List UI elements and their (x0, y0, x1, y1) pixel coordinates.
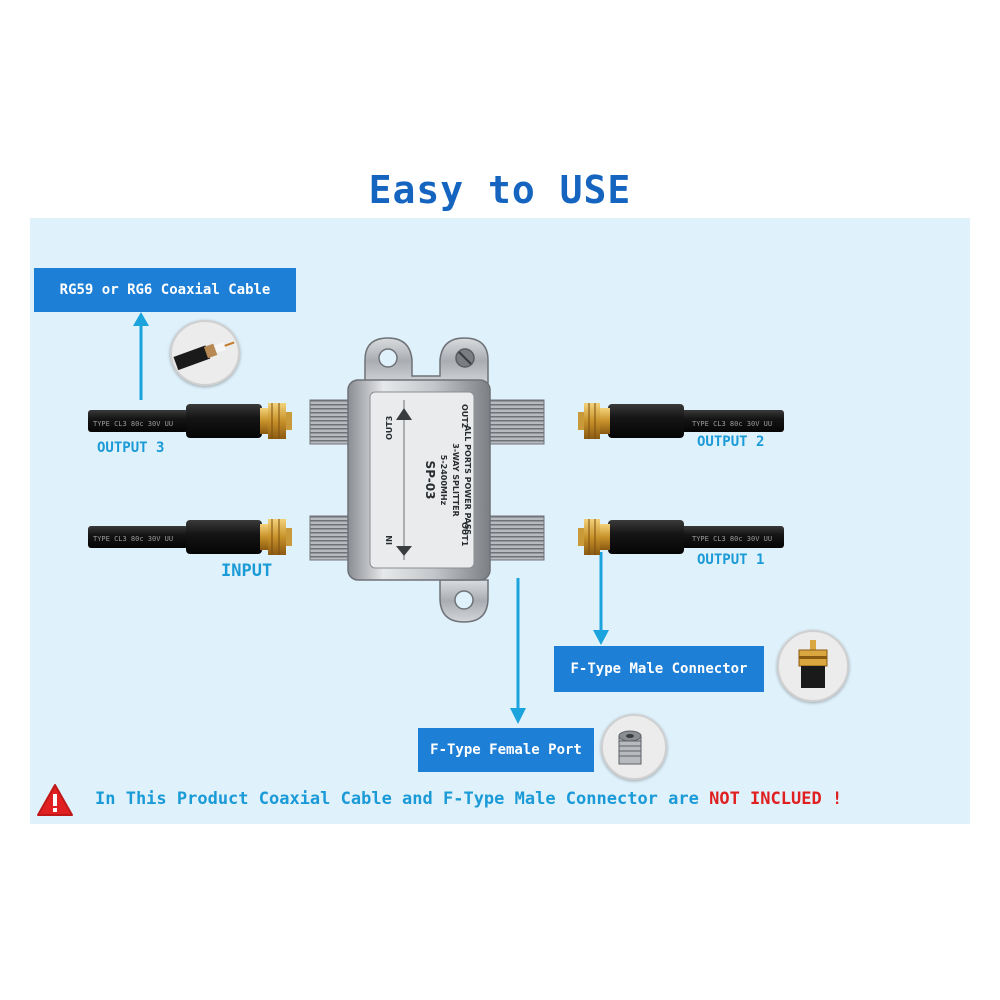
cable-print: TYPE CL3 80c 30V UU (692, 420, 772, 428)
callout-coaxial-cable: RG59 or RG6 Coaxial Cable (34, 268, 296, 312)
splitter-out1: OUT1 (460, 522, 469, 547)
cable-output-1: TYPE CL3 80c 30V UU (578, 519, 784, 555)
arrow-up-icon (133, 312, 149, 400)
cable-input: TYPE CL3 80c 30V UU (88, 519, 292, 555)
footer-notice: In This Product Coaxial Cable and F-Type… (95, 789, 842, 809)
label-output-2: OUTPUT 2 (697, 434, 765, 450)
label-output-1: OUTPUT 1 (697, 552, 765, 568)
splitter-pass: ALL PORTS POWER PASS (463, 425, 472, 535)
cable-print: TYPE CL3 80c 30V UU (93, 535, 173, 543)
cable-output-3: TYPE CL3 80c 30V UU (88, 403, 292, 439)
splitter-model: SP-03 (423, 461, 437, 500)
cable-print: TYPE CL3 80c 30V UU (93, 420, 173, 428)
cable-output-2: TYPE CL3 80c 30V UU (578, 403, 784, 439)
label-output-3: OUTPUT 3 (97, 440, 165, 456)
splitter-freq: 5-2400MHz (439, 455, 448, 506)
splitter-out2: OUT2 (460, 404, 469, 428)
arrow-down-icon (510, 578, 526, 724)
male-connector-thumbnail (777, 630, 849, 702)
warning-icon (37, 784, 73, 816)
footer-text: In This Product Coaxial Cable and F-Type… (95, 789, 699, 809)
footer-highlight: NOT INCLUED (709, 789, 822, 809)
female-port-thumbnail (601, 714, 667, 780)
coax-cable-thumbnail (170, 320, 240, 386)
callout-female-port: F-Type Female Port (418, 728, 594, 772)
footer-exclaim: ! (831, 789, 843, 809)
callout-male-connector: F-Type Male Connector (554, 646, 764, 692)
splitter-type: 3-WAY SPLITTER (451, 443, 460, 516)
cable-print: TYPE CL3 80c 30V UU (692, 535, 772, 543)
splitter-device: SP-03 5-2400MHz 3-WAY SPLITTER ALL PORTS… (309, 337, 545, 623)
splitter-in: IN (385, 535, 394, 545)
label-input: INPUT (221, 561, 273, 581)
splitter-out3: OUT3 (385, 416, 394, 440)
page-title: Easy to USE (368, 168, 632, 212)
arrow-down-icon (593, 552, 609, 645)
